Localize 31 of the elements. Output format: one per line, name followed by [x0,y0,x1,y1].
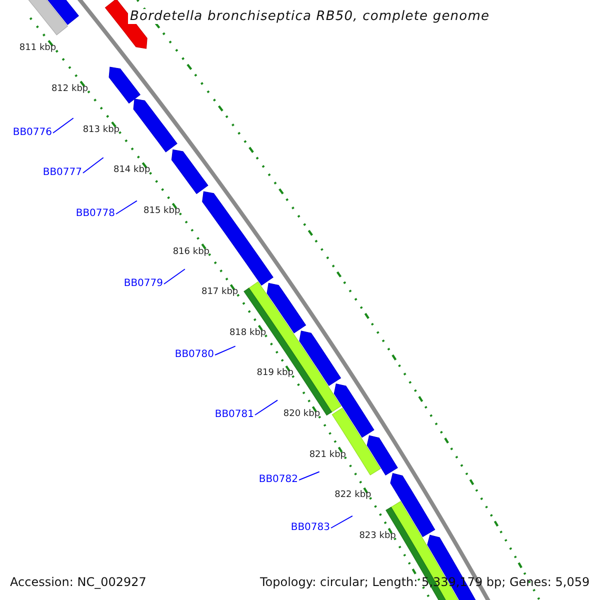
leader-line [330,515,353,528]
leader-line [164,268,186,284]
scale-label: 812 kbp [51,84,88,94]
leader-line [214,346,236,356]
scale-label: 811 kbp [19,43,56,54]
scale-label: 813 kbp [82,124,120,134]
scale-label: 818 kbp [229,328,266,338]
scale-label: 823 kbp [359,530,396,541]
gene-label: BB0777 [42,167,82,179]
scale-label: 819 kbp [256,368,294,378]
footer-text: Accession: NC_002927 [10,575,146,589]
gene-label: BB0780 [174,349,214,361]
scale-label: 821 kbp [309,450,346,460]
scale-label: 817 kbp [201,287,238,298]
scale-label: 816 kbp [172,246,210,257]
scale-label: 815 kbp [144,206,180,216]
scale-label: 814 kbp [113,165,150,176]
gene-label: BB0776 [12,127,52,139]
gene-label: BB0783 [290,522,330,534]
leader-line [82,157,104,174]
footer-text: Topology: circular; Length: 5,339,179 bp; Genes: 5,059 [260,575,590,589]
scale-label: 820 kbp [283,409,320,420]
gene-label: BB0779 [124,278,163,290]
gene-label: BB0782 [258,474,298,486]
leader-line [52,118,74,134]
gene-label: BB0778 [76,208,115,220]
scale-label: 822 kbp [334,490,372,500]
gene-label: BB0781 [214,409,254,421]
leader-line [298,471,320,480]
leader-line [254,400,278,416]
leader-line [116,200,138,214]
